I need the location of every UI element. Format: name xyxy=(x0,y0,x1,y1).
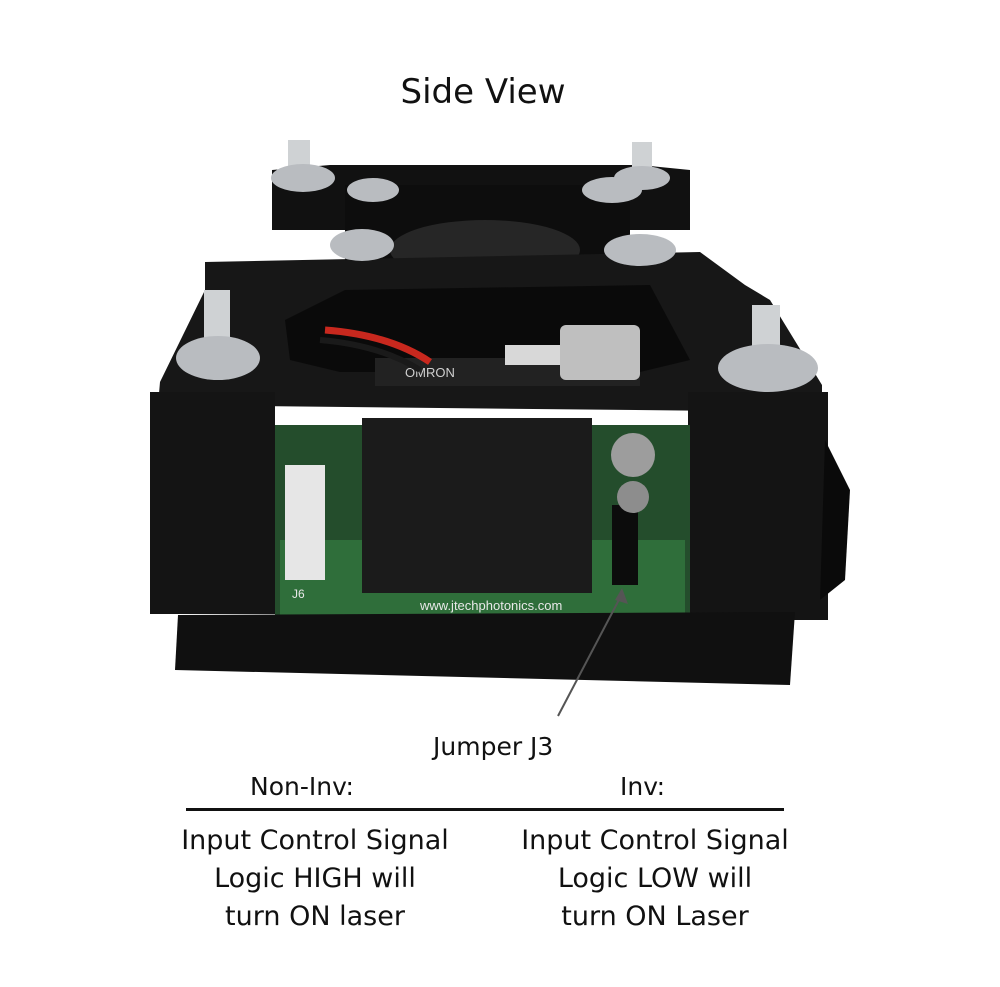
callout-label: Jumper J3 xyxy=(433,732,554,761)
red-wire xyxy=(324,326,432,365)
description-noninv: Input Control Signal Logic HIGH will tur… xyxy=(165,822,465,936)
nut xyxy=(330,229,394,261)
divider xyxy=(186,808,784,811)
description-line: turn ON laser xyxy=(225,901,405,932)
connector-j6 xyxy=(285,465,325,580)
switch-housing xyxy=(560,325,640,380)
pcb-connector-label: J6 xyxy=(292,587,305,601)
nut xyxy=(582,177,642,203)
switch xyxy=(505,345,565,365)
description-inv: Input Control Signal Logic LOW will turn… xyxy=(505,822,805,936)
description-line: Input Control Signal xyxy=(521,825,789,856)
nut xyxy=(271,164,335,192)
nut xyxy=(718,344,818,392)
nut xyxy=(176,336,260,380)
solder-joint xyxy=(617,481,649,513)
base-plate xyxy=(175,612,795,685)
arrowhead xyxy=(615,588,628,604)
nut xyxy=(604,234,676,266)
callout-arrow xyxy=(557,593,623,717)
description-line: Input Control Signal xyxy=(181,825,449,856)
solder-joint xyxy=(611,433,655,477)
description-line: Logic HIGH will xyxy=(214,863,416,894)
jumper-j3-shape xyxy=(612,505,638,585)
description-line: turn ON Laser xyxy=(561,901,749,932)
pcb-silkscreen: www.jtechphotonics.com xyxy=(419,598,562,613)
column-heading-noninv: Non-Inv: xyxy=(250,772,354,801)
right-wall xyxy=(688,392,828,620)
side-knob xyxy=(820,440,850,600)
nut xyxy=(347,178,399,202)
description-line: Logic LOW will xyxy=(557,863,753,894)
driver-block xyxy=(362,418,592,593)
left-wall xyxy=(150,392,275,614)
title: Side View xyxy=(400,72,566,112)
black-wire xyxy=(319,337,422,373)
column-heading-inv: Inv: xyxy=(620,772,666,801)
